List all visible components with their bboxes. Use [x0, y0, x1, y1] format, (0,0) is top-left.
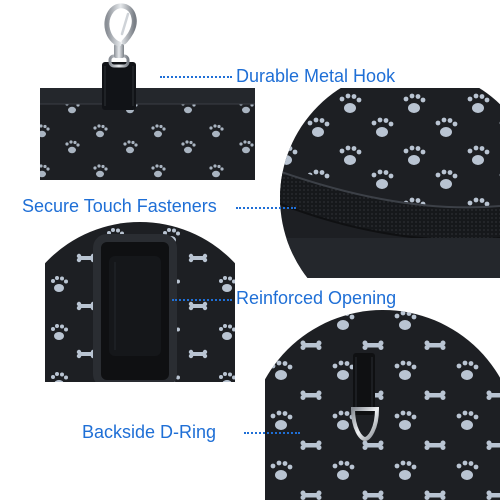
fasteners-photo — [270, 88, 500, 278]
opening-illustration — [45, 222, 235, 382]
hook-leader — [160, 76, 232, 78]
opening-callout: Reinforced Opening — [236, 288, 397, 308]
hook-illustration — [40, 3, 255, 180]
hook-callout: Durable Metal Hook — [236, 66, 396, 86]
dring-illustration — [265, 310, 500, 500]
fasteners-callout: Secure Touch Fasteners — [22, 196, 217, 216]
dring-callout: Backside D-Ring — [82, 422, 217, 442]
opening-leader — [172, 299, 232, 301]
dring-leader — [244, 432, 300, 434]
fasteners-illustration — [280, 88, 500, 278]
opening-photo — [45, 222, 235, 382]
dring-photo — [265, 305, 500, 500]
fasteners-leader — [236, 207, 296, 209]
hook-photo — [30, 0, 255, 180]
